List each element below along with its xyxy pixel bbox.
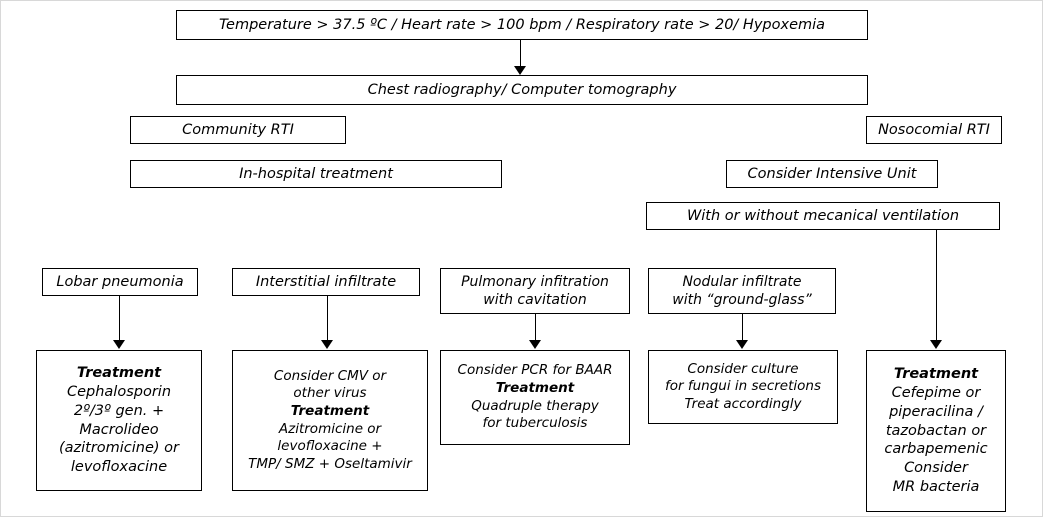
node-text-line: In-hospital treatment [239,165,393,182]
node-consider-intensive-unit: Consider Intensive Unit [726,160,938,188]
arrowhead-ventilation-to-treatment [930,340,942,349]
arrowhead-cavitation-to-treatment [529,340,541,349]
node-text-line: 2º/3º gen. + [73,402,165,419]
node-text-line: (azitromicine) or [58,440,180,457]
node-text-line: tazobactan or [885,422,987,439]
node-text-line: Treatment [495,379,575,396]
node-text-line: for tuberculosis [482,415,588,432]
node-text-line: TMP/ SMZ + Oseltamivir [248,455,412,472]
node-text-line: levofloxacine + [277,438,383,455]
node-text-line: Cefepime or [891,384,981,401]
node-text-line: Nodular infiltrate [682,273,802,290]
node-clinical-criteria: Temperature > 37.5 ºC / Heart rate > 100… [176,10,868,40]
node-text-line: with cavitation [483,292,587,308]
node-interstitial-infiltrate: Interstitial infiltrate [232,268,420,296]
node-mechanical-ventilation: With or without mecanical ventilation [646,202,1000,230]
arrowhead-lobar-to-treatment [113,340,125,349]
node-text-line: MR bacteria [892,479,980,496]
node-text-line: Lobar pneumonia [56,273,184,290]
arrowhead-nodular-to-treatment [736,340,748,349]
arrowhead-criteria-to-imaging [514,66,526,75]
node-nosocomial-rti: Nosocomial RTI [866,116,1002,144]
node-text-line: Consider CMV or [273,367,387,384]
node-text-line: carbapemenic [884,441,988,458]
node-text-line: Consider [904,460,968,477]
connector-cavitation-to-treatment [535,314,536,342]
node-text-line: other virus [293,385,367,402]
node-nodular-infiltrate-ground-glass: Nodular infiltrate with “ground-glass” [648,268,836,314]
connector-lobar-to-treatment [119,296,120,342]
connector-ventilation-to-treatment [936,230,937,342]
node-text-line: for fungui in secretions [665,378,821,395]
node-text-line: Temperature > 37.5 ºC / Heart rate > 100… [218,16,826,33]
connector-criteria-to-imaging [520,40,521,68]
node-text-line: Chest radiography/ Computer tomography [367,81,677,98]
node-text-line: Nosocomial RTI [878,121,990,138]
node-text-line: Treatment [290,402,370,419]
node-pulmonary-infiltration-cavitation: Pulmonary infitration with cavitation [440,268,630,314]
node-text-line: Consider Intensive Unit [747,165,917,182]
node-text-line: Community RTI [182,121,294,138]
node-text-line: Interstitial infiltrate [255,273,397,290]
node-text-line: levofloxacine [70,459,168,476]
node-in-hospital-treatment: In-hospital treatment [130,160,502,188]
connector-nodular-to-treatment [742,314,743,342]
node-text-line: piperacilina / [889,403,983,420]
node-text-line: Treat accordingly [684,395,802,412]
node-text-line: with “ground-glass” [672,292,812,308]
node-text-line: Consider culture [687,360,799,377]
arrowhead-interstitial-to-treatment [321,340,333,349]
node-text-line: Macrolideo [79,421,159,438]
node-text-line: With or without mecanical ventilation [686,207,960,224]
node-text-line: Quadruple therapy [471,397,599,414]
connector-interstitial-to-treatment [327,296,328,342]
node-chest-imaging: Chest radiography/ Computer tomography [176,75,868,105]
node-community-rti: Community RTI [130,116,346,144]
node-text-line: Cephalosporin [66,383,172,400]
node-lobar-pneumonia: Lobar pneumonia [42,268,198,296]
node-text-line: Treatment [893,366,979,383]
node-text-line: Pulmonary infitration [461,273,609,290]
node-text-line: Consider PCR for BAAR [457,362,613,379]
node-text-line: Treatment [76,364,162,381]
node-text-line: Azitromicine or [278,420,382,437]
